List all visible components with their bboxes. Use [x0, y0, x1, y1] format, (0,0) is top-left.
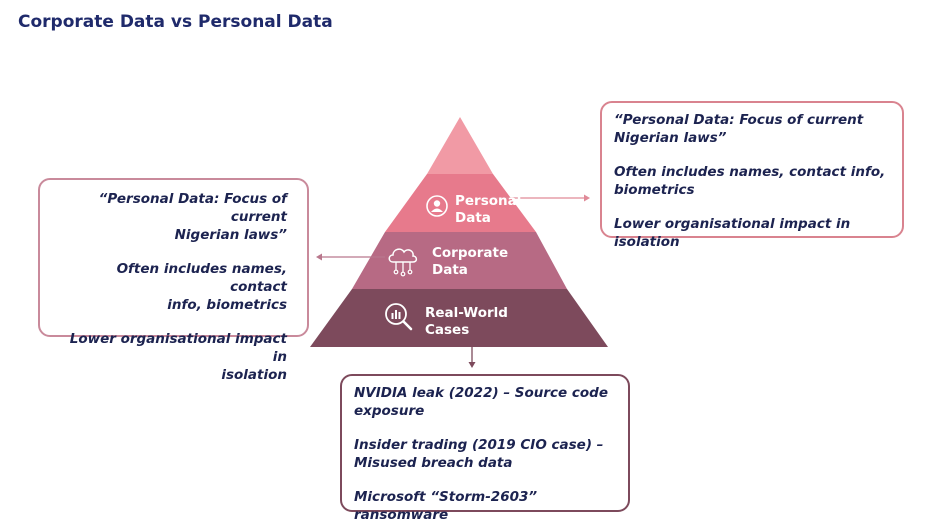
arrowhead-right — [584, 194, 590, 202]
case-insider-trading: Insider trading (2019 CIO case) – Misuse… — [354, 436, 616, 472]
person-icon — [426, 195, 448, 221]
left-line3: Often includes names, contact — [116, 261, 287, 295]
right-line5: Lower organisational impact in isolation — [614, 216, 851, 250]
left-quote: “Personal Data: Focus of current Nigeria… — [60, 190, 287, 244]
corporate-label-line1: Corporate — [432, 245, 509, 261]
corporate-label-line2: Data — [432, 262, 468, 278]
right-line4: biometrics — [614, 182, 695, 198]
left-line6: isolation — [221, 367, 287, 383]
pyramid-level-personal-data[interactable] — [385, 174, 536, 232]
left-callout-box: “Personal Data: Focus of current Nigeria… — [38, 178, 309, 383]
left-line4: info, biometrics — [167, 297, 287, 313]
bottom-line3: Insider trading (2019 CIO case) – — [354, 437, 604, 453]
personal-label-line1: Personal — [455, 193, 522, 209]
bottom-callout-box: NVIDIA leak (2022) – Source code exposur… — [340, 374, 630, 523]
right-includes: Often includes names, contact info, biom… — [614, 163, 890, 199]
left-includes: Often includes names, contact info, biom… — [60, 260, 287, 314]
personal-label-line2: Data — [455, 210, 491, 226]
right-line3: Often includes names, contact info, — [614, 164, 886, 180]
pyramid-level-corporate-data[interactable] — [352, 232, 567, 289]
pyramid-label-real-world: Real-World Cases — [425, 305, 508, 339]
left-line2: Nigerian laws” — [174, 227, 287, 243]
pyramid-level-real-world-cases[interactable] — [310, 289, 608, 347]
right-callout-box: “Personal Data: Focus of current Nigeria… — [600, 101, 904, 250]
bottom-line5: Microsoft “Storm-2603” ransomware — [354, 489, 538, 523]
pyramid-level-top — [427, 117, 493, 174]
left-line5: Lower organisational impact in — [69, 331, 287, 365]
pyramid-label-personal: Personal Data — [455, 193, 521, 227]
real-world-label-line1: Real-World — [425, 305, 508, 321]
right-impact: Lower organisational impact in isolation — [614, 215, 890, 251]
left-line1: “Personal Data: Focus of current — [98, 191, 287, 225]
arrowhead-left — [316, 253, 322, 261]
case-nvidia: NVIDIA leak (2022) – Source code exposur… — [354, 384, 616, 420]
arrowhead-down — [468, 362, 476, 368]
pyramid-label-corporate: Corporate Data — [432, 245, 508, 279]
page-title: Corporate Data vs Personal Data — [18, 12, 333, 32]
bottom-line4: Misused breach data — [354, 455, 513, 471]
cloud-network-icon — [384, 240, 422, 282]
right-line2: Nigerian laws” — [614, 130, 727, 146]
bottom-line2: exposure — [354, 403, 425, 419]
real-world-label-line2: Cases — [425, 322, 470, 338]
left-impact: Lower organisational impact in isolation — [60, 330, 287, 384]
case-microsoft: Microsoft “Storm-2603” ransomware — [354, 488, 616, 524]
bottom-line1: NVIDIA leak (2022) – Source code — [354, 385, 609, 401]
magnify-chart-icon — [383, 301, 415, 337]
right-line1: “Personal Data: Focus of current — [614, 112, 864, 128]
right-quote: “Personal Data: Focus of current Nigeria… — [614, 111, 890, 147]
